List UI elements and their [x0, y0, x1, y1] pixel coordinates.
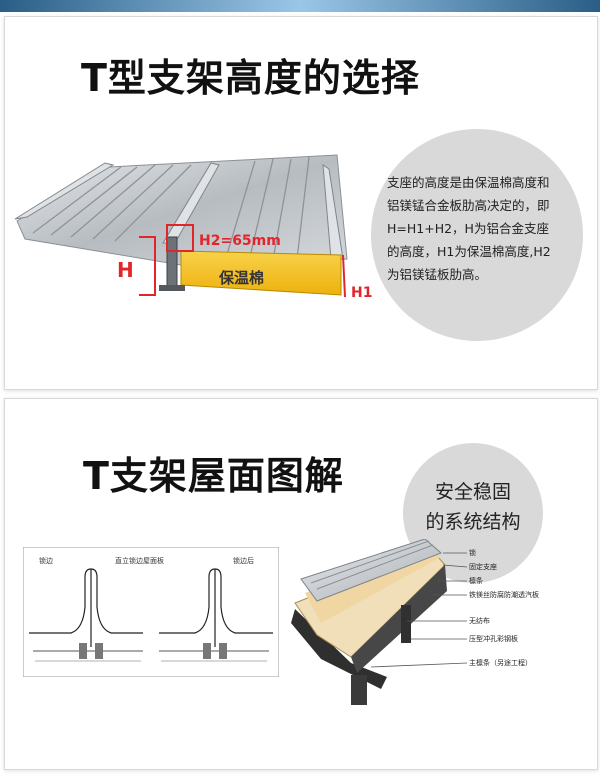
layer-label: 固定支座 [469, 562, 497, 571]
layer-label: 檩条 [469, 576, 483, 585]
layer-label: 无纺布 [469, 616, 490, 625]
description-line: 支座的高度是由保温棉高度和 [387, 175, 550, 190]
top-gradient-bar [0, 0, 600, 12]
layer-label: 压型冲孔彩钢板 [469, 634, 518, 643]
section-title: T支架屋面图解 [83, 454, 344, 498]
description-text: 支座的高度是由保温棉高度和 铝镁锰合金板肋高决定的，即 H=H1+H2，H为铝合… [387, 171, 577, 286]
h1-label: H1 [351, 285, 372, 301]
description-line: 铝镁锰合金板肋高决定的，即 [387, 198, 550, 213]
roof-diagram-panel: T支架屋面图解 安全稳固 的系统结构 锁边 直立锁边屋面板 锁边后 [4, 398, 598, 770]
seam-label-left-b: 直立锁边屋面板 [115, 556, 164, 565]
roof-layers-illustration: 锁 固定支座 檩条 铁镁丝防腐防潮透汽板 无纺布 压型冲孔彩钢板 主檩条（另途工… [291, 539, 539, 705]
insulation-label: 保温棉 [218, 269, 264, 287]
description-line: 为铝镁锰板肋高。 [387, 267, 488, 282]
insulation-block [180, 250, 342, 296]
seam-label-left-a: 锁边 [39, 556, 53, 565]
stable-line: 安全稳固 [434, 481, 511, 503]
t-bracket [166, 236, 178, 290]
sheet-ribs [32, 156, 310, 262]
h-label: H [117, 258, 134, 282]
bracket-height-panel: T型支架高度的选择 [4, 16, 598, 390]
layer-label: 锁 [469, 548, 476, 557]
roof-panel-illustration: H H2=65mm 保温棉 H1 [14, 154, 372, 301]
layer-label: 铁镁丝防腐防潮透汽板 [469, 590, 539, 599]
seam-label-right-a: 锁边后 [233, 556, 254, 565]
layer-top-sheet [300, 539, 442, 602]
section-title: T型支架高度的选择 [81, 56, 420, 100]
layer-label: 主檩条（另途工程） [469, 658, 532, 667]
seam-section-drawing: 锁边 直立锁边屋面板 锁边后 [23, 547, 279, 677]
stable-line: 的系统结构 [425, 511, 521, 533]
description-line: H=H1+H2，H为铝合金支座 [387, 221, 549, 236]
dimension-markers [139, 224, 346, 298]
description-circle [371, 129, 583, 341]
h2-label: H2=65mm [199, 233, 281, 249]
description-line: 的高度，H1为保温棉高度,H2 [387, 244, 551, 259]
